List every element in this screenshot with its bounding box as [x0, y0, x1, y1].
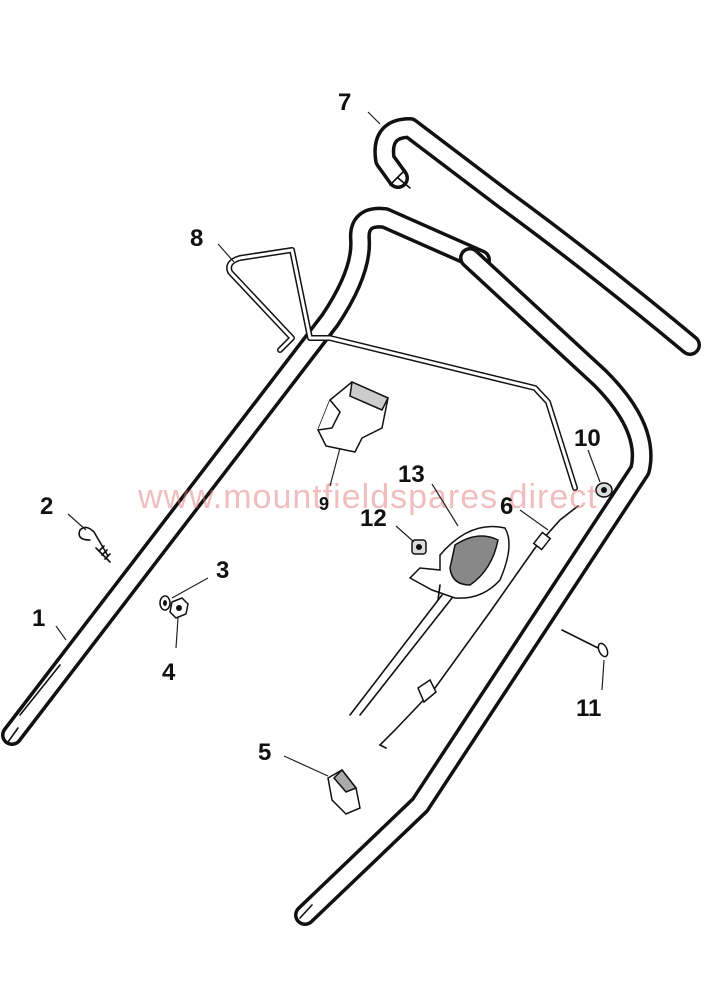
part-2-hook-bolt — [78, 526, 111, 563]
leader-lines — [55, 111, 605, 777]
callout-8: 8 — [190, 225, 203, 252]
callout-7: 7 — [338, 89, 351, 116]
part-10-bush — [595, 482, 613, 498]
part-4-nut — [169, 597, 189, 619]
part-13-throttle-lever — [408, 525, 510, 601]
callout-4: 4 — [162, 659, 176, 686]
part-8-control-bail — [226, 247, 578, 491]
callout-1: 1 — [32, 605, 45, 632]
callout-9: 9 — [319, 494, 329, 514]
part-1-lower-handle-left — [1, 206, 491, 746]
callout-13: 13 — [398, 461, 425, 488]
watermark-text: www.mountfieldspares.direct — [137, 478, 598, 516]
callout-12: 12 — [360, 505, 387, 532]
part-12-spacer — [411, 539, 427, 555]
part-7-upper-handle — [373, 117, 701, 356]
lower-handle-right-leg — [294, 247, 653, 926]
callout-2: 2 — [40, 493, 53, 520]
part-9-cable-clip — [317, 380, 390, 453]
callout-6: 6 — [500, 493, 513, 520]
callout-5: 5 — [258, 739, 271, 766]
part-11-bolt — [561, 629, 609, 658]
callout-10: 10 — [574, 425, 601, 452]
part-5-cable-clip — [327, 768, 361, 815]
callout-11: 11 — [576, 695, 601, 722]
part-6-cable — [349, 505, 579, 749]
callout-labels: 7 8 2 3 4 1 5 9 10 13 6 12 11 — [32, 89, 601, 766]
callout-3: 3 — [216, 557, 229, 584]
part-3-washer — [159, 595, 171, 611]
